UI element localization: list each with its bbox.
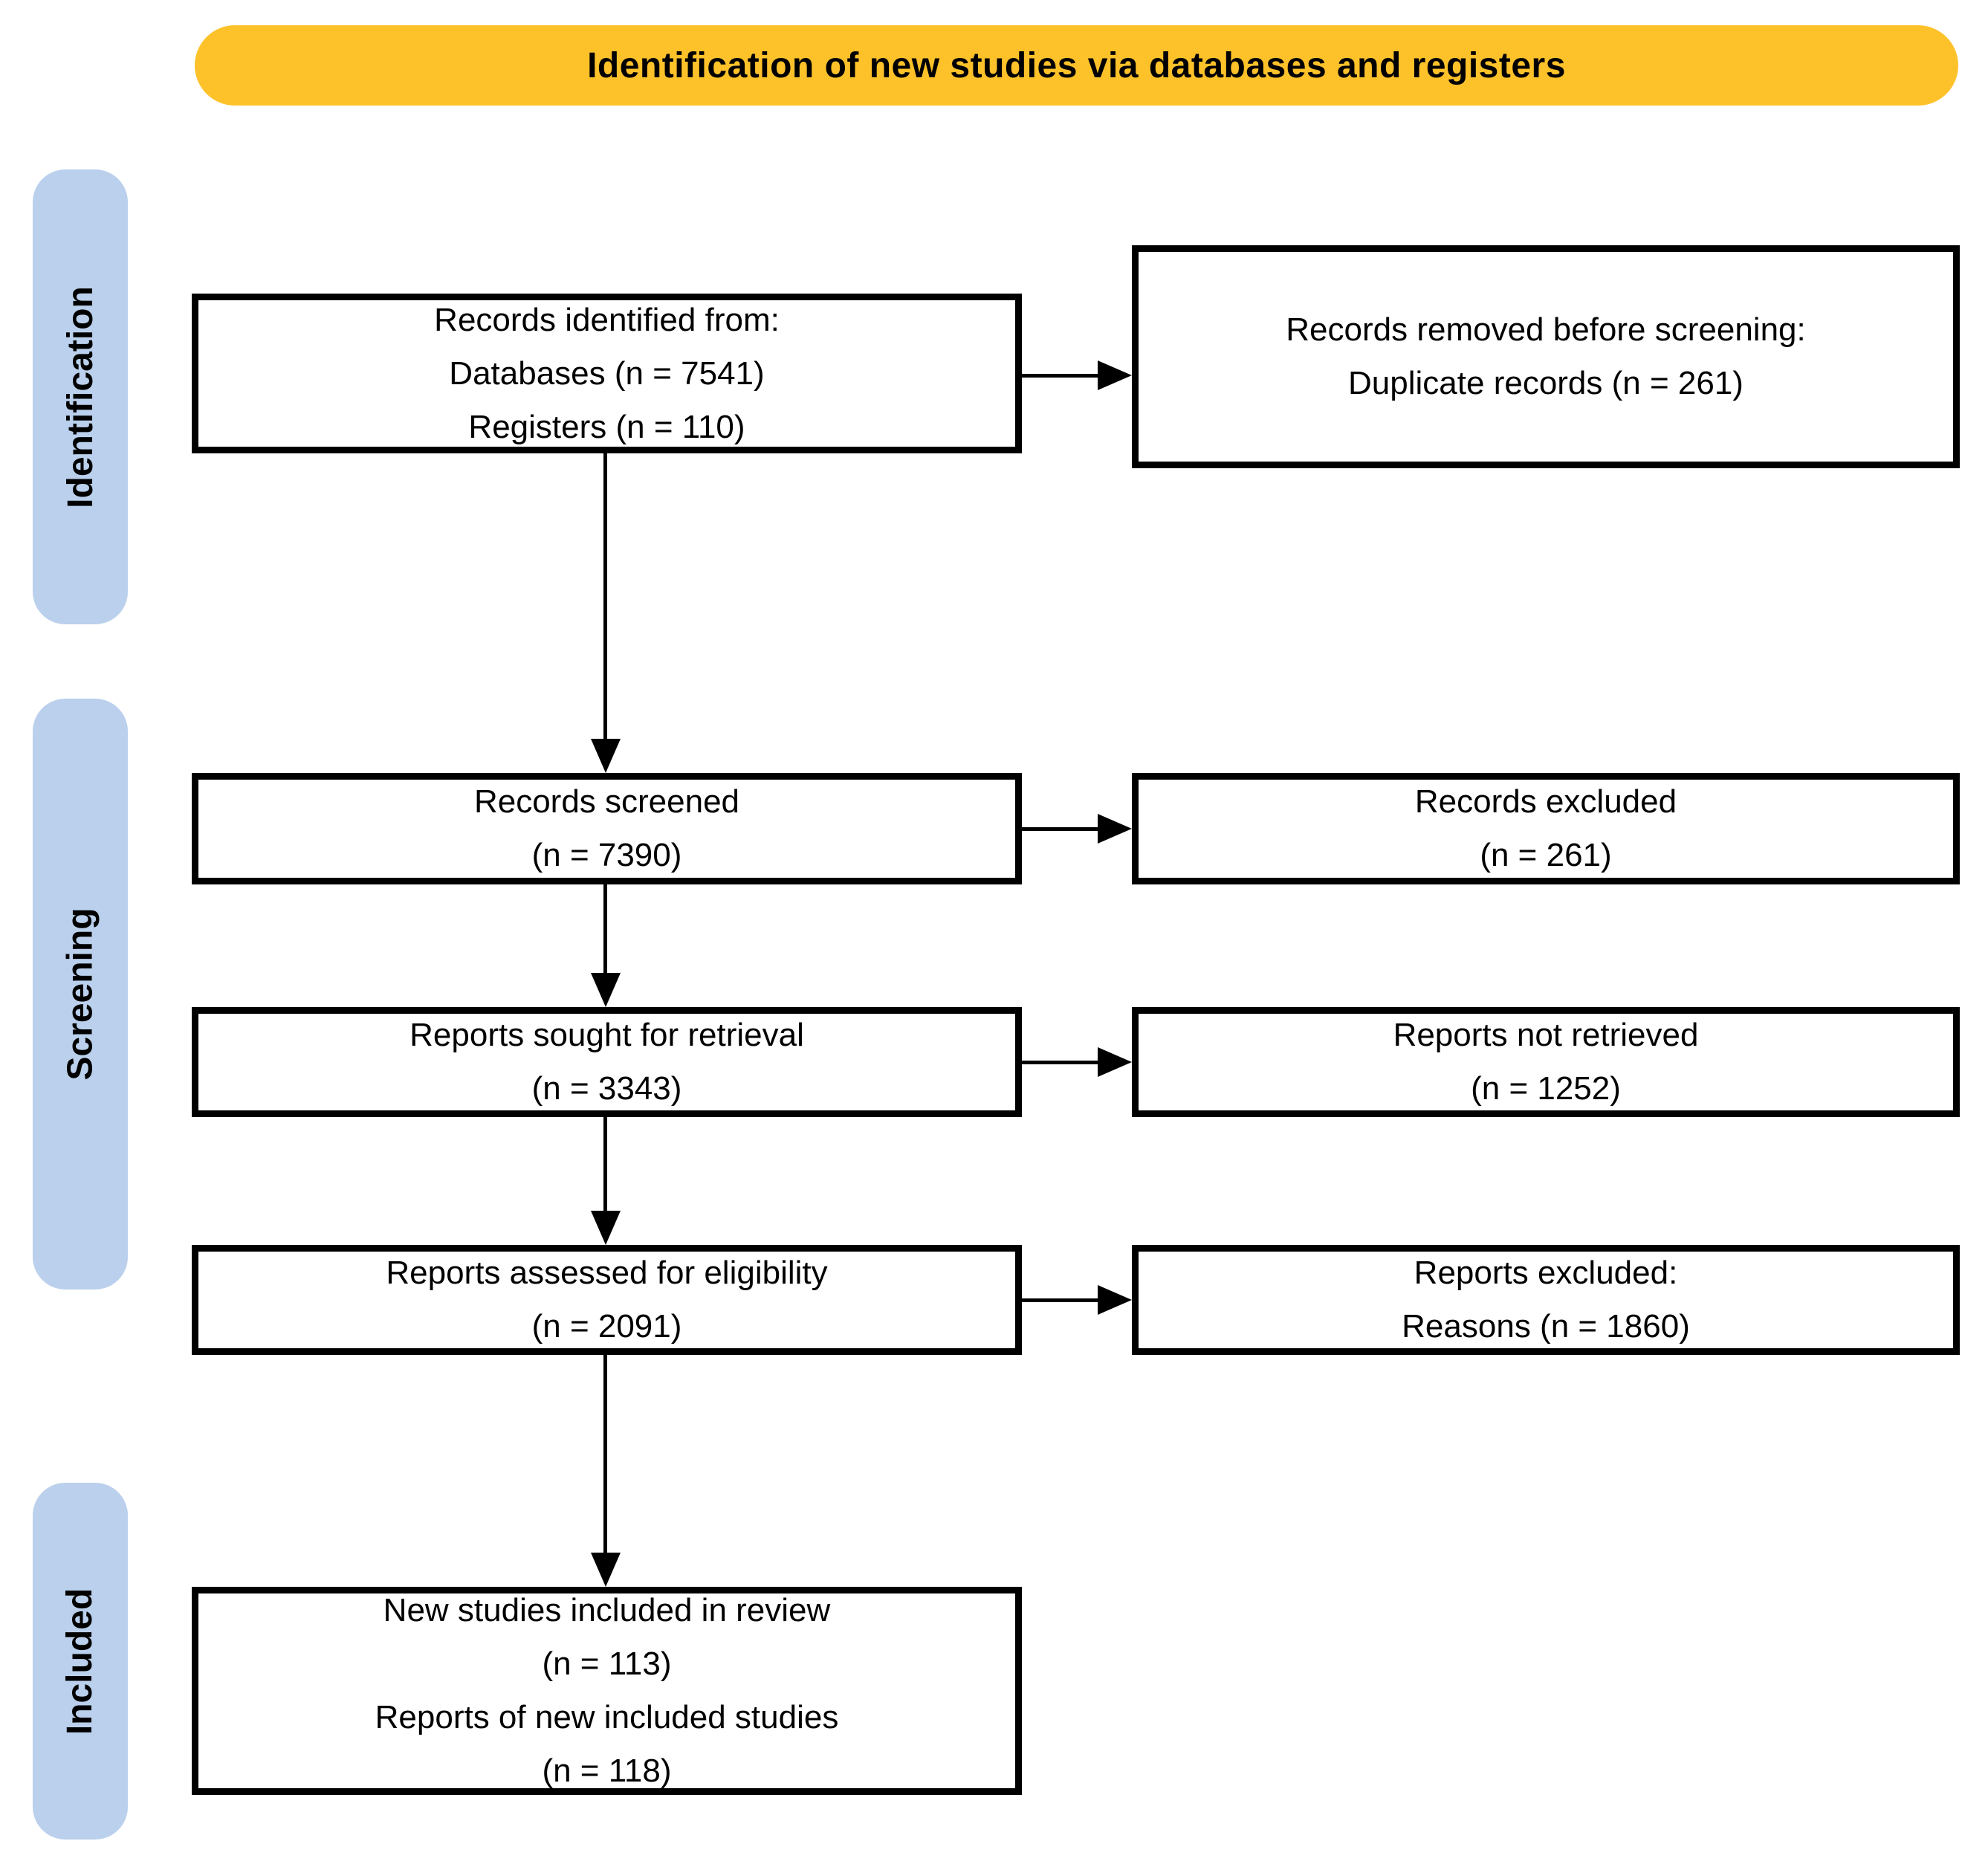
arrow-head-icon xyxy=(1098,814,1132,844)
stage-included: Included xyxy=(33,1483,128,1840)
arrow-line xyxy=(603,453,607,742)
stage-identification: Identification xyxy=(33,169,128,624)
arrow-line xyxy=(1022,1298,1100,1302)
box-line: Reports excluded: xyxy=(1414,1255,1678,1291)
box-line: Reports of new included studies xyxy=(375,1699,839,1735)
stage-identification-label: Identification xyxy=(60,285,100,508)
box-line: Reports sought for retrieval xyxy=(409,1017,804,1053)
box-line: New studies included in review xyxy=(383,1592,831,1628)
box-line: (n = 3343) xyxy=(531,1070,682,1107)
box-line: (n = 2091) xyxy=(531,1308,682,1345)
box-line: Reports not retrieved xyxy=(1393,1017,1699,1053)
stage-screening-label: Screening xyxy=(60,907,100,1081)
arrow-head-icon xyxy=(1098,360,1132,390)
arrow-head-icon xyxy=(591,1553,621,1587)
arrow-head-icon xyxy=(591,973,621,1007)
box-line: (n = 261) xyxy=(1480,837,1612,873)
box-line: Records removed before screening: xyxy=(1286,311,1806,348)
arrow-line xyxy=(603,1117,607,1214)
box-line: (n = 1252) xyxy=(1471,1070,1621,1107)
box-records-excluded: Records excluded (n = 261) xyxy=(1132,773,1960,884)
box-records-removed: Records removed before screening: Duplic… xyxy=(1132,245,1960,468)
box-line: (n = 118) xyxy=(542,1753,672,1789)
box-line: Records identified from: xyxy=(434,301,780,338)
box-records-screened: Records screened (n = 7390) xyxy=(192,773,1022,884)
stage-included-label: Included xyxy=(60,1588,100,1735)
box-reports-not-retrieved: Reports not retrieved (n = 1252) xyxy=(1132,1007,1960,1117)
arrow-line xyxy=(1022,374,1100,378)
arrow-line xyxy=(603,884,607,976)
arrow-head-icon xyxy=(1098,1285,1132,1315)
box-line: Records screened xyxy=(473,783,740,820)
arrow-head-icon xyxy=(591,1211,621,1245)
box-line: Reasons (n = 1860) xyxy=(1402,1308,1690,1345)
arrow-head-icon xyxy=(1098,1047,1132,1077)
stage-screening: Screening xyxy=(33,699,128,1290)
box-line: (n = 113) xyxy=(542,1646,672,1682)
box-line: Databases (n = 7541) xyxy=(449,355,765,392)
box-reports-assessed: Reports assessed for eligibility (n = 20… xyxy=(192,1245,1022,1355)
box-line: (n = 7390) xyxy=(531,837,682,873)
box-reports-sought: Reports sought for retrieval (n = 3343) xyxy=(192,1007,1022,1117)
box-line: Registers (n = 110) xyxy=(468,408,745,445)
box-line: Reports assessed for eligibility xyxy=(386,1255,828,1291)
box-reports-excluded: Reports excluded: Reasons (n = 1860) xyxy=(1132,1245,1960,1355)
box-records-identified: Records identified from: Databases (n = … xyxy=(192,294,1022,453)
box-line: Duplicate records (n = 261) xyxy=(1348,365,1743,401)
arrow-head-icon xyxy=(591,739,621,773)
arrow-line xyxy=(1022,1061,1100,1064)
title-banner: Identification of new studies via databa… xyxy=(195,25,1958,106)
arrow-line xyxy=(603,1355,607,1556)
arrow-line xyxy=(1022,827,1100,831)
box-line: Records excluded xyxy=(1414,783,1677,820)
box-new-studies-included: New studies included in review (n = 113)… xyxy=(192,1587,1022,1795)
diagram-title: Identification of new studies via databa… xyxy=(587,45,1566,85)
